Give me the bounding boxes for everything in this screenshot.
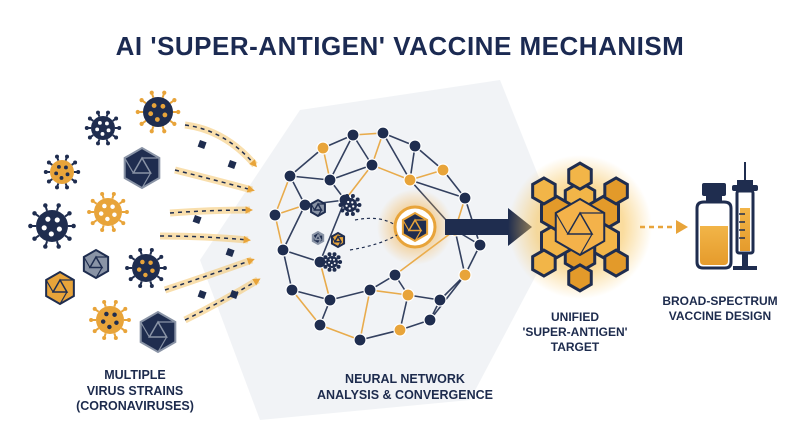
icosahedron-icon [330, 231, 346, 249]
vaccine-vial-icon [695, 183, 733, 270]
icosahedron-icon [123, 146, 161, 190]
icosahedron-icon [554, 197, 606, 257]
virus-icon [135, 90, 181, 134]
virus-strains-cluster [28, 90, 181, 354]
icosahedron-icon [401, 211, 429, 243]
label-line: VACCINE DESIGN [668, 309, 772, 323]
arrow-to-vaccine [640, 220, 688, 234]
label-line: NEURAL NETWORK [345, 372, 465, 386]
virus-icon [89, 300, 131, 340]
label-vaccine-design: BROAD-SPECTRUM VACCINE DESIGN [640, 294, 800, 324]
background-hexagon [200, 80, 560, 420]
virus-icon [43, 154, 81, 190]
icosahedron-icon [310, 198, 326, 218]
label-neural-network: NEURAL NETWORK ANALYSIS & CONVERGENCE [285, 372, 525, 403]
icosahedron-icon [45, 270, 75, 306]
super-antigen-cluster-icon [508, 155, 652, 299]
virus-icon [87, 192, 129, 232]
label-line: VIRUS STRAINS [86, 383, 184, 398]
label-line: UNIFIED [551, 310, 599, 324]
syringe-icon [732, 162, 758, 270]
label-line: BROAD-SPECTRUM [662, 294, 778, 308]
label-line: 'SUPER-ANTIGEN' [522, 325, 628, 339]
neural-network-icon [268, 126, 487, 347]
virus-icon [84, 110, 122, 146]
label-line: ANALYSIS & CONVERGENCE [317, 387, 493, 402]
input-arrows [159, 121, 261, 324]
label-super-antigen-target: UNIFIED 'SUPER-ANTIGEN' TARGET [520, 310, 630, 355]
label-line: (CORONAVIRUSES) [76, 399, 194, 414]
virus-icon [28, 203, 76, 249]
virus-icon [321, 252, 343, 272]
icosahedron-icon [139, 310, 177, 354]
icosahedron-icon [82, 248, 110, 280]
label-line: TARGET [550, 340, 600, 354]
label-line: MULTIPLE [104, 368, 166, 382]
virus-icon [338, 194, 362, 216]
label-virus-strains: MULTIPLE VIRUS STRAINS (CORONAVIRUSES) [55, 368, 215, 415]
virus-icon [125, 248, 167, 288]
page-title: AI 'SUPER-ANTIGEN' VACCINE MECHANISM [115, 31, 685, 61]
icosahedron-icon [311, 230, 325, 246]
